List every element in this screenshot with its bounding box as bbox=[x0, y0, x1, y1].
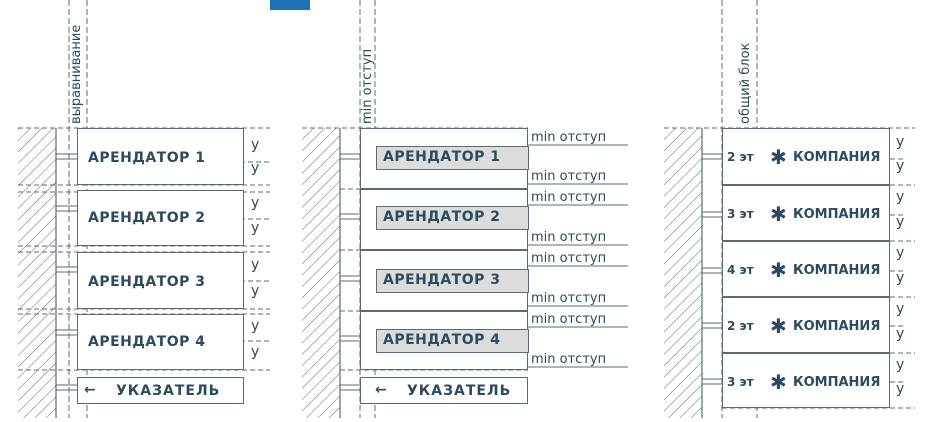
min-margin-label: min отступ bbox=[531, 230, 607, 245]
floor-label: 3 эт bbox=[727, 207, 754, 221]
panel-1-lines bbox=[18, 0, 270, 418]
tenant-sign-3: АРЕНДАТОР 3 bbox=[77, 252, 244, 309]
y-label: у bbox=[896, 381, 905, 397]
tenant-name-box: АРЕНДАТОР 3 bbox=[376, 269, 529, 293]
pointer-sign: ← УКАЗАТЕЛЬ bbox=[360, 377, 528, 404]
tenant-name-box: АРЕНДАТОР 1 bbox=[376, 146, 529, 170]
floor-label: 2 эт bbox=[727, 150, 754, 164]
tenant-sign-4: АРЕНДАТОР 4 bbox=[77, 314, 244, 370]
min-margin-label: min отступ bbox=[531, 312, 607, 327]
company-name: КОМПАНИЯ bbox=[793, 263, 881, 278]
company-name: КОМПАНИЯ bbox=[793, 319, 881, 334]
tenant-name: АРЕНДАТОР 4 bbox=[88, 334, 206, 350]
y-label: у bbox=[896, 245, 905, 261]
title-fragment bbox=[270, 0, 310, 10]
tenant-sign-1: АРЕНДАТОР 1 bbox=[360, 128, 529, 189]
tenant-name-box: АРЕНДАТОР 4 bbox=[376, 329, 529, 353]
tenant-name: АРЕНДАТОР 1 bbox=[88, 150, 206, 166]
y-label: у bbox=[896, 270, 905, 286]
tenant-name-box: АРЕНДАТОР 2 bbox=[376, 206, 529, 230]
panel2-vertical-label: min отступ bbox=[360, 48, 375, 124]
y-label: у bbox=[896, 214, 905, 230]
asterisk-icon: ✱ bbox=[770, 314, 787, 338]
company-sign-1: 2 эт ✱ КОМПАНИЯ bbox=[722, 128, 890, 185]
company-sign-3: 4 эт ✱ КОМПАНИЯ bbox=[722, 241, 890, 297]
tenant-name: АРЕНДАТОР 2 bbox=[88, 210, 206, 226]
arrow-left-icon: ← bbox=[375, 382, 388, 398]
floor-label: 3 эт bbox=[727, 375, 754, 389]
min-margin-label: min отступ bbox=[531, 352, 607, 367]
tenant-sign-2: АРЕНДАТОР 2 bbox=[77, 190, 244, 246]
y-label: у bbox=[251, 220, 260, 236]
y-label: у bbox=[896, 158, 905, 174]
asterisk-icon: ✱ bbox=[770, 202, 787, 226]
y-label: у bbox=[896, 326, 905, 342]
wall-hatch bbox=[18, 128, 56, 418]
min-margin-label: min отступ bbox=[531, 291, 607, 306]
asterisk-icon: ✱ bbox=[770, 370, 787, 394]
min-margin-label: min отступ bbox=[531, 251, 607, 266]
tenant-sign-1: АРЕНДАТОР 1 bbox=[77, 128, 244, 185]
company-sign-2: 3 эт ✱ КОМПАНИЯ bbox=[722, 185, 890, 241]
y-label: у bbox=[251, 195, 260, 211]
company-name: КОМПАНИЯ bbox=[793, 375, 881, 390]
company-name: КОМПАНИЯ bbox=[793, 207, 881, 222]
arrow-left-icon: ← bbox=[84, 382, 97, 398]
floor-label: 2 эт bbox=[727, 319, 754, 333]
tenant-sign-2: АРЕНДАТОР 2 bbox=[360, 189, 529, 250]
asterisk-icon: ✱ bbox=[770, 145, 787, 169]
panel1-vertical-label: выравнивание bbox=[69, 24, 84, 124]
y-label: у bbox=[251, 160, 260, 176]
asterisk-icon: ✱ bbox=[770, 258, 787, 282]
company-sign-5: 3 эт ✱ КОМПАНИЯ bbox=[722, 353, 890, 408]
y-label: у bbox=[251, 344, 260, 360]
min-margin-label: min отступ bbox=[531, 169, 607, 184]
company-name: КОМПАНИЯ bbox=[793, 150, 881, 165]
min-margin-label: min отступ bbox=[531, 130, 607, 145]
y-label: у bbox=[251, 137, 260, 153]
min-margin-label: min отступ bbox=[531, 190, 607, 205]
pointer-label: УКАЗАТЕЛЬ bbox=[116, 383, 221, 399]
tenant-sign-4: АРЕНДАТОР 4 bbox=[360, 311, 529, 370]
tenant-sign-3: АРЕНДАТОР 3 bbox=[360, 250, 529, 311]
pointer-sign: ← УКАЗАТЕЛЬ bbox=[77, 377, 244, 404]
tenant-name: АРЕНДАТОР 3 bbox=[88, 274, 206, 290]
floor-label: 4 эт bbox=[727, 263, 754, 277]
y-label: у bbox=[251, 257, 260, 273]
y-label: у bbox=[251, 283, 260, 299]
y-label: у bbox=[896, 301, 905, 317]
y-label: у bbox=[896, 189, 905, 205]
company-sign-4: 2 эт ✱ КОМПАНИЯ bbox=[722, 297, 890, 353]
panel3-vertical-label: общий блок bbox=[738, 42, 753, 124]
pointer-label: УКАЗАТЕЛЬ bbox=[407, 383, 512, 399]
y-label: у bbox=[251, 318, 260, 334]
y-label: у bbox=[896, 357, 905, 373]
y-label: у bbox=[896, 134, 905, 150]
